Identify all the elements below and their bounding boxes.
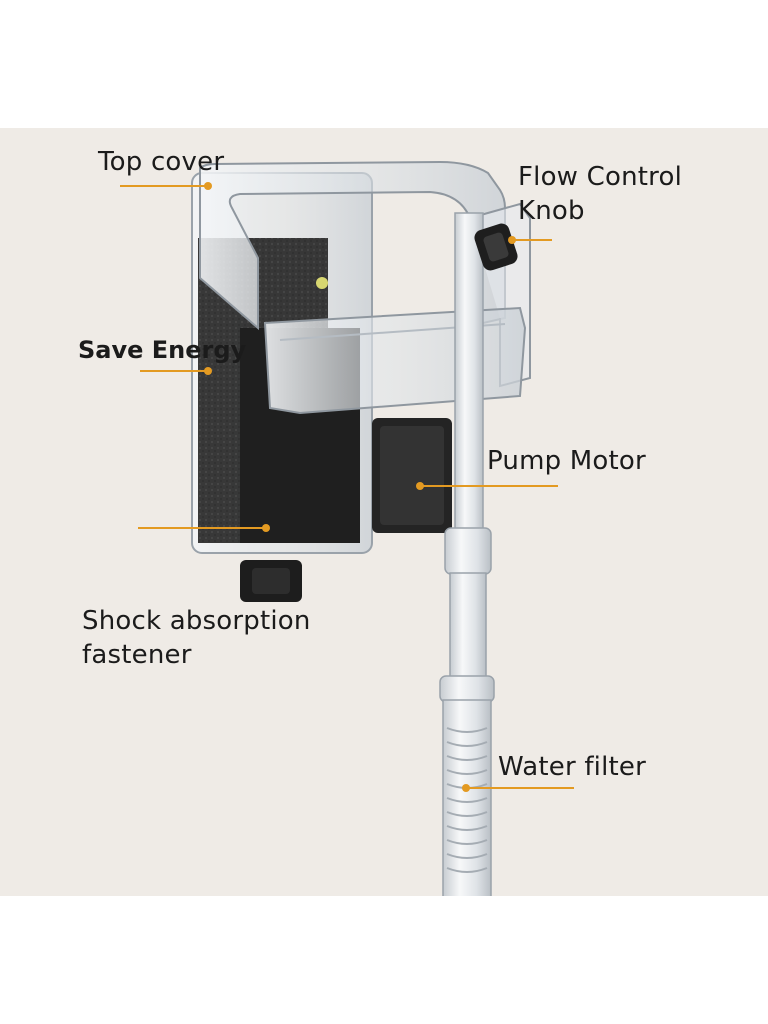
save-energy-dot (204, 367, 212, 375)
shock-absorption-fastener (240, 560, 302, 602)
save-energy-label: Save Energy (78, 336, 247, 364)
water-filter-dot (462, 784, 470, 792)
callout-leaders (120, 182, 574, 792)
pump-motor-dot (416, 482, 424, 490)
flow-control-knob (474, 223, 518, 271)
pump-motor (372, 418, 452, 533)
hang-on-aquarium-filter-illustration (120, 160, 574, 896)
product-diagram-panel: Top cover Flow Control Knob Save Energy … (0, 128, 768, 896)
flow-knob-dot (508, 236, 516, 244)
top-cover-dot (204, 182, 212, 190)
intake-tube (439, 212, 495, 896)
fastener-dot (262, 524, 270, 532)
spout-tray (263, 306, 527, 415)
flow-control-knob-label: Flow Control Knob (518, 162, 682, 226)
water-filter-label: Water filter (498, 752, 647, 782)
pump-motor-label: Pump Motor (487, 446, 646, 476)
shock-absorption-fastener-label: Shock absorption fastener (82, 606, 311, 670)
top-cover-label: Top cover (98, 147, 225, 177)
